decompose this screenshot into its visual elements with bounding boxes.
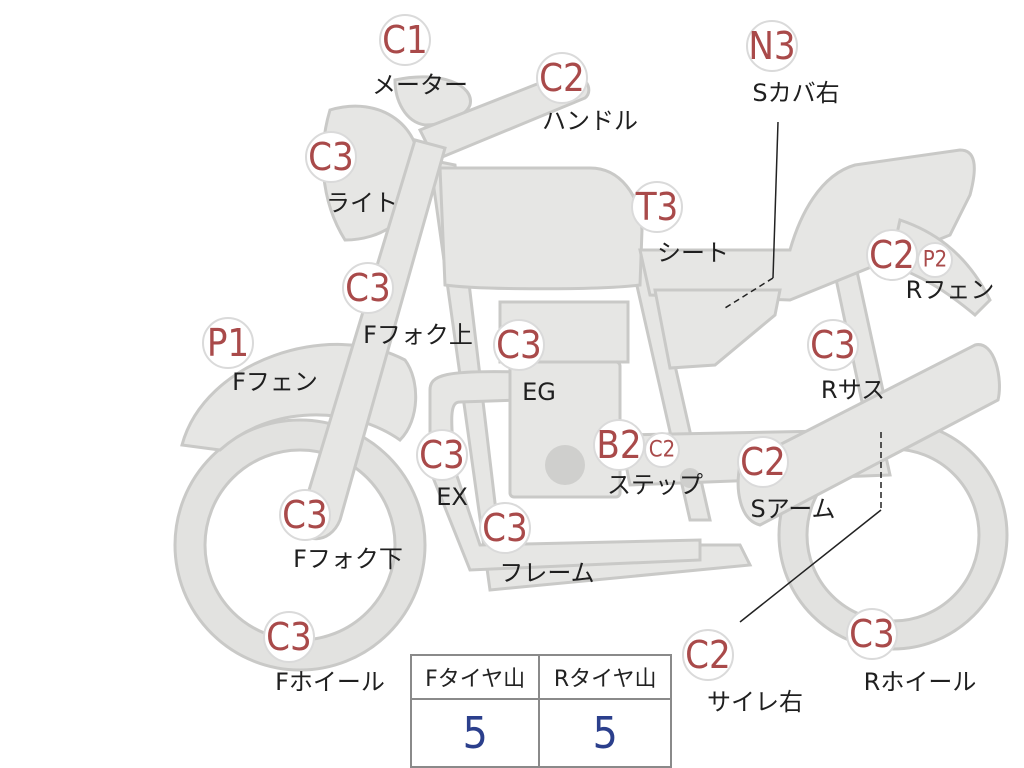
part-label: シート	[657, 239, 729, 267]
part-label: Rフェン	[906, 276, 995, 304]
condition-code: C3	[345, 266, 391, 310]
part-label: EX	[436, 483, 468, 511]
frame-badge: C3 フレーム	[479, 502, 595, 587]
badge-circle	[846, 608, 898, 660]
part-label: Fホイール	[275, 668, 385, 696]
side-cover-shape	[653, 288, 782, 370]
badge-circle	[746, 20, 798, 72]
badge-circle	[416, 429, 468, 481]
badge-circle	[479, 502, 531, 554]
condition-code: P1	[207, 321, 249, 365]
part-label: ステップ	[607, 471, 703, 499]
part-label: EG	[522, 378, 556, 406]
rear-tire-value: 5	[538, 698, 672, 768]
condition-code: N3	[748, 24, 795, 68]
frame-shape	[428, 158, 753, 592]
condition-code: C3	[496, 323, 542, 367]
badge-circle	[593, 419, 645, 471]
badge-circle	[379, 14, 431, 66]
condition-code: C1	[382, 18, 428, 62]
condition-code: C2	[539, 56, 585, 100]
part-label: フレーム	[499, 559, 594, 587]
badge-circle-secondary	[644, 432, 680, 468]
part-label: Fフェン	[232, 368, 318, 396]
part-label: Rサス	[821, 376, 885, 404]
badge-circle	[807, 319, 859, 371]
badge-circle	[279, 489, 331, 541]
seat-shape	[638, 148, 976, 302]
condition-code: C2	[869, 233, 915, 277]
badge-circle	[536, 52, 588, 104]
handle-badge: C2 ハンドル	[536, 52, 638, 135]
seat-badge: T3 シート	[631, 181, 729, 267]
badge-circle	[631, 181, 683, 233]
silencer-badge: C2 サイレ右	[682, 629, 803, 716]
front-tire-value: 5	[409, 698, 541, 768]
part-label: Rホイール	[864, 668, 977, 696]
exhaust-pipe-shape	[428, 370, 702, 572]
badge-circle-secondary	[917, 242, 953, 278]
condition-code: C3	[282, 493, 328, 537]
silencer-leader	[739, 509, 882, 623]
badge-circle	[737, 436, 789, 488]
part-label: Fフォク下	[293, 545, 403, 573]
part-label: Fフォク上	[363, 321, 473, 349]
condition-code: C3	[419, 433, 465, 477]
tire-tread-table: Fタイヤ山 Rタイヤ山 5 5	[409, 654, 672, 768]
condition-code-secondary: P2	[923, 248, 948, 273]
fuel-tank-shape	[438, 166, 644, 291]
part-label: メーター	[372, 71, 468, 99]
part-label: サイレ右	[707, 688, 803, 716]
front-tire-header: Fタイヤ山	[409, 654, 541, 700]
step-badge: B2 C2 ステップ	[593, 419, 703, 499]
badge-circle	[202, 317, 254, 369]
badge-circle	[866, 229, 918, 281]
badge-circle	[305, 131, 357, 183]
meter-badge: C1 メーター	[372, 14, 468, 99]
part-label: ライト	[326, 189, 398, 217]
part-label: Sアーム	[750, 495, 835, 523]
part-label: Sカバ右	[752, 79, 839, 107]
condition-code: B2	[596, 423, 641, 467]
silencer-shape	[736, 343, 1001, 527]
rear-tire-header: Rタイヤ山	[538, 654, 672, 700]
side-cover-leader	[772, 121, 779, 279]
condition-code: C3	[308, 135, 354, 179]
part-label: ハンドル	[542, 107, 638, 135]
badge-circle	[342, 262, 394, 314]
condition-code: C2	[740, 440, 786, 484]
badge-circle	[682, 629, 734, 681]
condition-code: C2	[685, 633, 731, 677]
condition-code: C3	[849, 612, 895, 656]
condition-code: T3	[635, 185, 679, 229]
engine-shape	[498, 300, 700, 499]
condition-code: C3	[266, 615, 312, 659]
condition-code: C3	[810, 323, 856, 367]
badge-circle	[263, 611, 315, 663]
condition-code-secondary: C2	[649, 438, 675, 463]
badge-circle	[493, 319, 545, 371]
light-badge: C3 ライト	[305, 131, 398, 217]
condition-code: C3	[482, 506, 528, 550]
